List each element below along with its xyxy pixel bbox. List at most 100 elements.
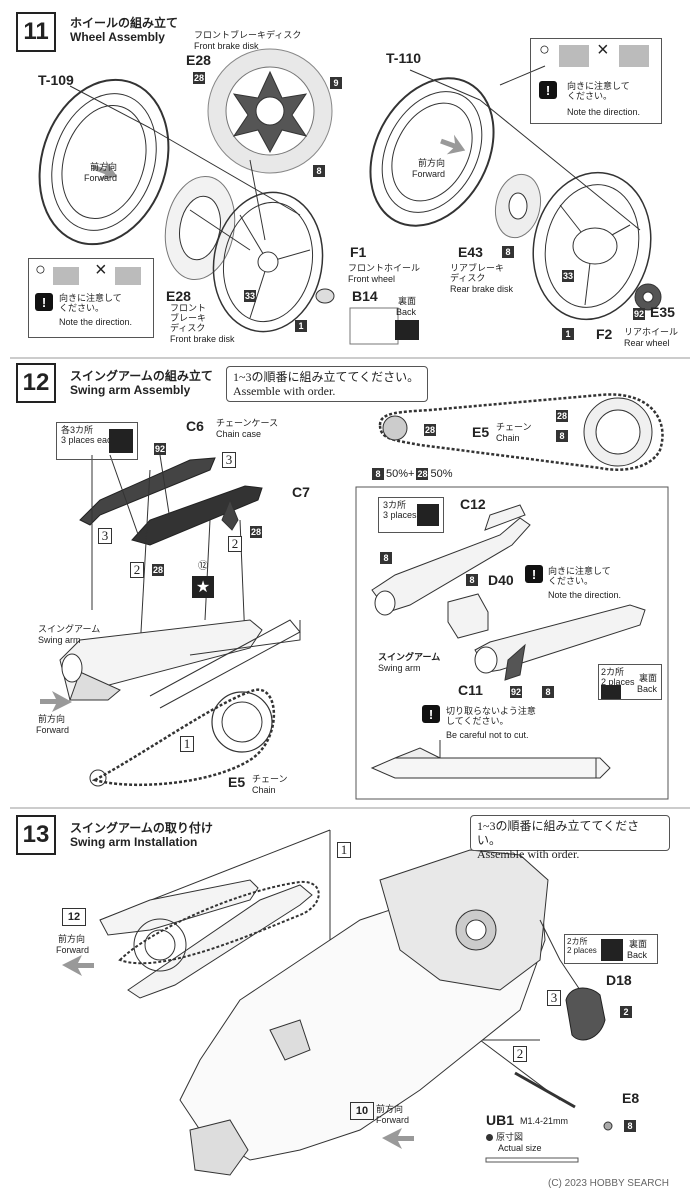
star-decal-icon: ★ (192, 576, 214, 598)
pattern-icon-13 (601, 939, 623, 961)
chain-case-en: Chain case (216, 429, 262, 439)
forward-ja-12: 前方向 (38, 714, 66, 724)
caution-icon-cut: ! (422, 705, 440, 723)
tread-sample-ok-r (559, 45, 589, 67)
part-8-badge-d40: 8 (466, 574, 478, 586)
forward-en-rear: Forward (412, 169, 446, 179)
chain-ja-lower: チェーン (252, 774, 288, 784)
part-92-badge: 92 (633, 308, 645, 320)
tire-rear-code: T-110 (386, 50, 422, 66)
places3-en: 3 places (383, 510, 417, 520)
front-brake-ja-1: フロント (170, 303, 207, 313)
swing-arm-step13 (99, 879, 320, 999)
part-33-badge-rear: 33 (562, 270, 574, 282)
note-direction-en-12: Note the direction. (548, 590, 622, 600)
forward-ja-13a: 前方向 (58, 934, 86, 944)
front-disk-left (164, 175, 236, 281)
part-1-badge-front: 1 (295, 320, 307, 332)
c12-code: C12 (460, 496, 486, 512)
wrong-mark-icon-r: × (597, 39, 609, 61)
rear-disk-ja-1: リアブレーキ (450, 263, 505, 273)
forward-ja-13b: 前方向 (376, 1104, 404, 1114)
order-note-ja-12: 1~3の順番に組み立ててください。 (233, 370, 420, 384)
pattern-icon-12a (109, 429, 133, 453)
front-disk-detail (207, 48, 333, 174)
back-en-12: Back (637, 684, 658, 694)
e28-left-code: E28 (166, 288, 191, 304)
step-13-title-en: Swing arm Installation (70, 835, 198, 849)
mix-part-28: 28 (416, 468, 429, 480)
step-11-title-ja: ホイールの組み立て (70, 16, 179, 30)
step-12-number: 12 (16, 363, 56, 403)
decal-12: ⑫ (198, 561, 208, 572)
caution-icon: ! (35, 293, 53, 311)
correct-mark-icon: ○ (35, 259, 46, 279)
note-direction-en: Note the direction. (59, 317, 133, 327)
places3-ja: 3カ所 (383, 500, 407, 510)
places-each-ja: 各3カ所 (61, 425, 94, 435)
part-28-badge-12b: 28 (152, 564, 164, 576)
part-9-badge: 9 (330, 77, 342, 89)
step-12-order-note: 1~3の順番に組み立ててください。 Assemble with order. (226, 366, 428, 402)
e5-code-lower: E5 (228, 774, 246, 790)
cut-note-en: Be careful not to cut. (446, 730, 529, 740)
order-note-ja-13: 1~3の順番に組み立ててください。 (477, 819, 640, 847)
step-12-title-en: Swing arm Assembly (70, 383, 191, 397)
places2-en-12: 2 places (601, 677, 635, 687)
order-2-13: 2 (513, 1046, 527, 1062)
part-8-badge-rear: 8 (502, 246, 514, 258)
part-1-badge-rear: 1 (562, 328, 574, 340)
f2-code: F2 (596, 326, 613, 342)
c6-code: C6 (186, 418, 204, 434)
note-direction-en-r: Note the direction. (567, 107, 641, 117)
part-8-badge-13: 8 (624, 1120, 636, 1132)
b14-code: B14 (352, 288, 378, 304)
swing-arm-ja-left: スイングアーム (38, 624, 101, 634)
d40-code: D40 (488, 572, 514, 588)
cut-note-ja: 切り取らないよう注意 してください。 (446, 706, 536, 726)
ub1-size: M1.4-21mm (520, 1116, 569, 1126)
direction-note-box-left: ○ × ! 向きに注意して ください。 Note the direction. (28, 258, 154, 338)
f1-code: F1 (350, 244, 367, 260)
front-wheel-ja: フロントホイール (348, 263, 421, 273)
correct-mark-icon-r: ○ (539, 39, 550, 59)
part-28-badge-12a: 28 (250, 526, 262, 538)
back-ja-13: 裏面 (629, 939, 648, 949)
mix-part-8: 8 (372, 468, 384, 480)
back-ja-12: 裏面 (639, 673, 658, 683)
places-each-en: 3 places each (61, 435, 117, 445)
order-3-left: 3 (98, 528, 112, 544)
part-28-badge: 28 (193, 72, 205, 84)
back-pattern-icon (395, 320, 419, 340)
part-8-badge-c11: 8 (542, 686, 554, 698)
places2-box-13: 2カ所 2 places 裏面 Back (564, 934, 658, 964)
note-direction-ja-12: 向きに注意して ください。 (548, 566, 611, 586)
note-direction-ja: 向きに注意して ください。 (59, 293, 122, 313)
actual-size-bullet (486, 1133, 493, 1141)
swing-arm-en-right: Swing arm (378, 663, 421, 673)
swing-arm-en-left: Swing arm (38, 635, 81, 645)
actual-size-en: Actual size (498, 1143, 542, 1153)
places2-en-13: 2 places (567, 946, 597, 955)
part-8-badge-sprocket: 8 (556, 430, 568, 442)
order-3-top: 3 (222, 452, 236, 468)
step-11-number: 11 (16, 12, 56, 52)
rear-disk-ja-2: ディスク (450, 273, 486, 283)
chain-ja-top: チェーン (496, 422, 532, 432)
chain-en-top: Chain (496, 433, 520, 443)
order-1-chain: 1 (180, 736, 194, 752)
ref-step-12: 12 (62, 908, 86, 926)
tread-sample-ok (53, 267, 79, 285)
tread-sample-ng-r (619, 45, 649, 67)
caution-icon-r: ! (539, 81, 557, 99)
step-11-title-en: Wheel Assembly (70, 30, 165, 44)
motorcycle-frame (179, 849, 581, 1176)
part-28-badge-sprocket: 28 (556, 410, 568, 422)
step-13-order-note: 1~3の順番に組み立ててください。 Assemble with order. (470, 815, 670, 861)
forward-ja-rear: 前方向 (418, 158, 446, 168)
swing-arm-ja-right: スイングアーム (378, 652, 441, 662)
c11-code: C11 (458, 682, 483, 698)
front-brake-ja-3: ディスク (170, 323, 206, 333)
forward-en-12: Forward (36, 725, 70, 735)
order-2-right: 2 (228, 536, 242, 552)
